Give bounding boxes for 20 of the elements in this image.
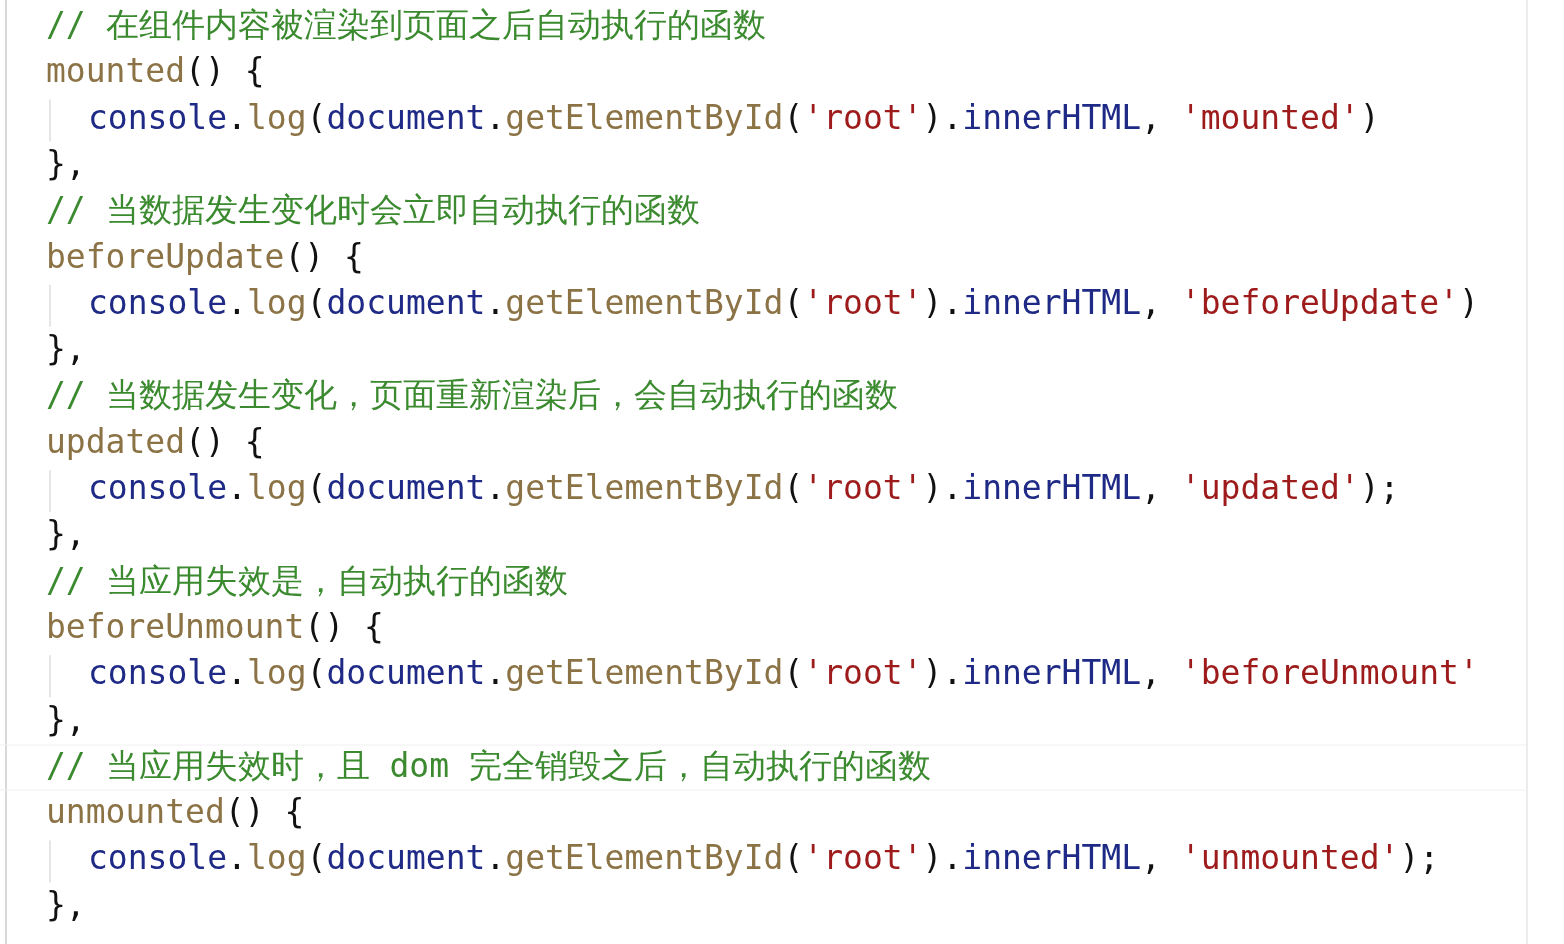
code-comment: // 当应用失效时，且 dom 完全销毁之后，自动执行的函数 [46,745,931,786]
code-line: console.log(document.getElementById('root').innerHTML, 'mounted') [88,97,1380,138]
code-comment: // 当数据发生变化，页面重新渲染后，会自动执行的函数 [46,375,898,416]
code-line: beforeUnmount() { [46,606,384,647]
code-line: }, [46,884,86,925]
code-line: }, [46,514,86,555]
code-line: }, [46,699,86,740]
code-comment: // 当数据发生变化时会立即自动执行的函数 [46,190,700,231]
code-comment: // 在组件内容被渲染到页面之后自动执行的函数 [46,5,766,45]
code-line: unmounted() { [46,792,305,833]
code-line: }, [46,329,86,370]
code-comment: // 当应用失效是，自动执行的函数 [46,560,568,601]
code-line: console.log(document.getElementById('root').innerHTML, 'beforeUnmount' [88,653,1479,694]
code-line: beforeUpdate() { [46,236,364,277]
code-line: console.log(document.getElementById('root').innerHTML, 'unmounted'); [88,838,1440,879]
code-line: console.log(document.getElementById('root').innerHTML, 'beforeUpdate') [88,282,1479,323]
code-line: console.log(document.getElementById('root').innerHTML, 'updated'); [88,468,1400,508]
code-line: updated() { [46,421,265,462]
code-line: mounted() { [46,51,265,92]
code-line: }, [46,143,86,184]
